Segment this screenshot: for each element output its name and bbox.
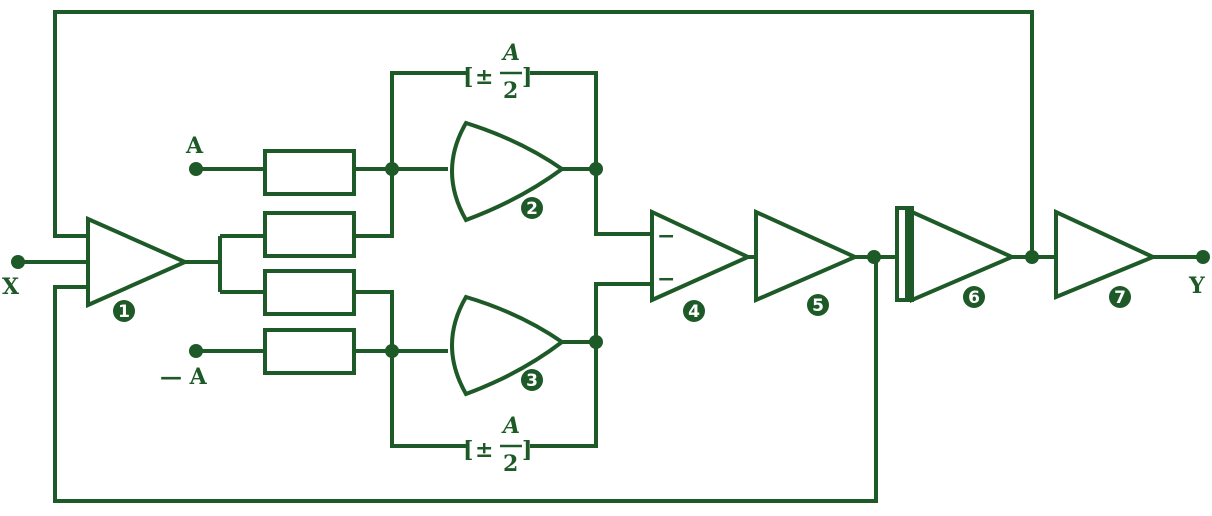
svg-text:2: 2 [503,451,518,477]
amp5-output-dot [867,250,881,264]
svg-text:[: [ [463,437,473,463]
lower-output-dot [589,335,603,349]
amplifier-1 [86,215,190,309]
svg-text:A: A [501,40,520,66]
upper-node-dot [385,162,399,176]
amp4-minus-bottom: − [657,266,675,292]
svg-text:3: 3 [526,371,538,391]
svg-text:4: 4 [688,302,700,322]
capacitor-plate-inner [905,208,912,300]
svg-text:]: ] [522,437,532,463]
upper-output-dot [589,162,603,176]
block-number-5: 5 [807,294,829,316]
svg-text:]: ] [522,64,532,90]
lower-node-dot [385,344,399,358]
amplifier-5 [754,208,860,304]
svg-text:1: 1 [118,302,130,322]
block-number-6: 6 [963,286,985,308]
input-label: X [2,274,20,300]
amplifier-7 [1054,208,1158,300]
svg-text:5: 5 [812,296,824,316]
lower-node-wires [354,282,650,448]
svg-text:±: ± [475,64,493,90]
top-feedback-wire [53,10,1034,257]
resistor-lower [263,269,356,316]
amp4-minus-top: − [657,223,675,249]
svg-text:7: 7 [1114,288,1126,308]
limiter-label-bottom: [ ± A 2 ] [463,413,532,477]
ref-pos-label: A [185,133,204,159]
block-number-2: 2 [521,197,543,219]
amp1-output-wire [185,234,265,294]
gate-3 [450,294,566,397]
svg-text:[: [ [463,64,473,90]
limiter-label-top: [ ± A 2 ] [463,40,532,104]
resistor-upper [263,211,356,258]
ref-neg-label: — A [160,364,208,390]
output-label: Y [1188,273,1205,299]
upper-node-wires [354,71,650,238]
block-number-1: 1 [113,300,135,322]
svg-text:2: 2 [526,199,538,219]
svg-text:6: 6 [968,288,980,308]
svg-text:±: ± [475,437,493,463]
block-number-3: 3 [521,369,543,391]
block-number-7: 7 [1109,286,1131,308]
svg-text:A: A [501,413,520,439]
amplifier-6 [910,208,1017,304]
svg-text:2: 2 [503,78,518,104]
resistor-ref-neg [263,328,356,375]
block-number-4: 4 [683,300,705,322]
amp6-output-dot [1025,250,1039,264]
bottom-feedback-wire [53,257,878,503]
resistor-ref-pos [263,149,356,196]
gate-2 [450,120,566,223]
output-terminal [1196,250,1210,264]
amplifier-4 [650,208,753,304]
